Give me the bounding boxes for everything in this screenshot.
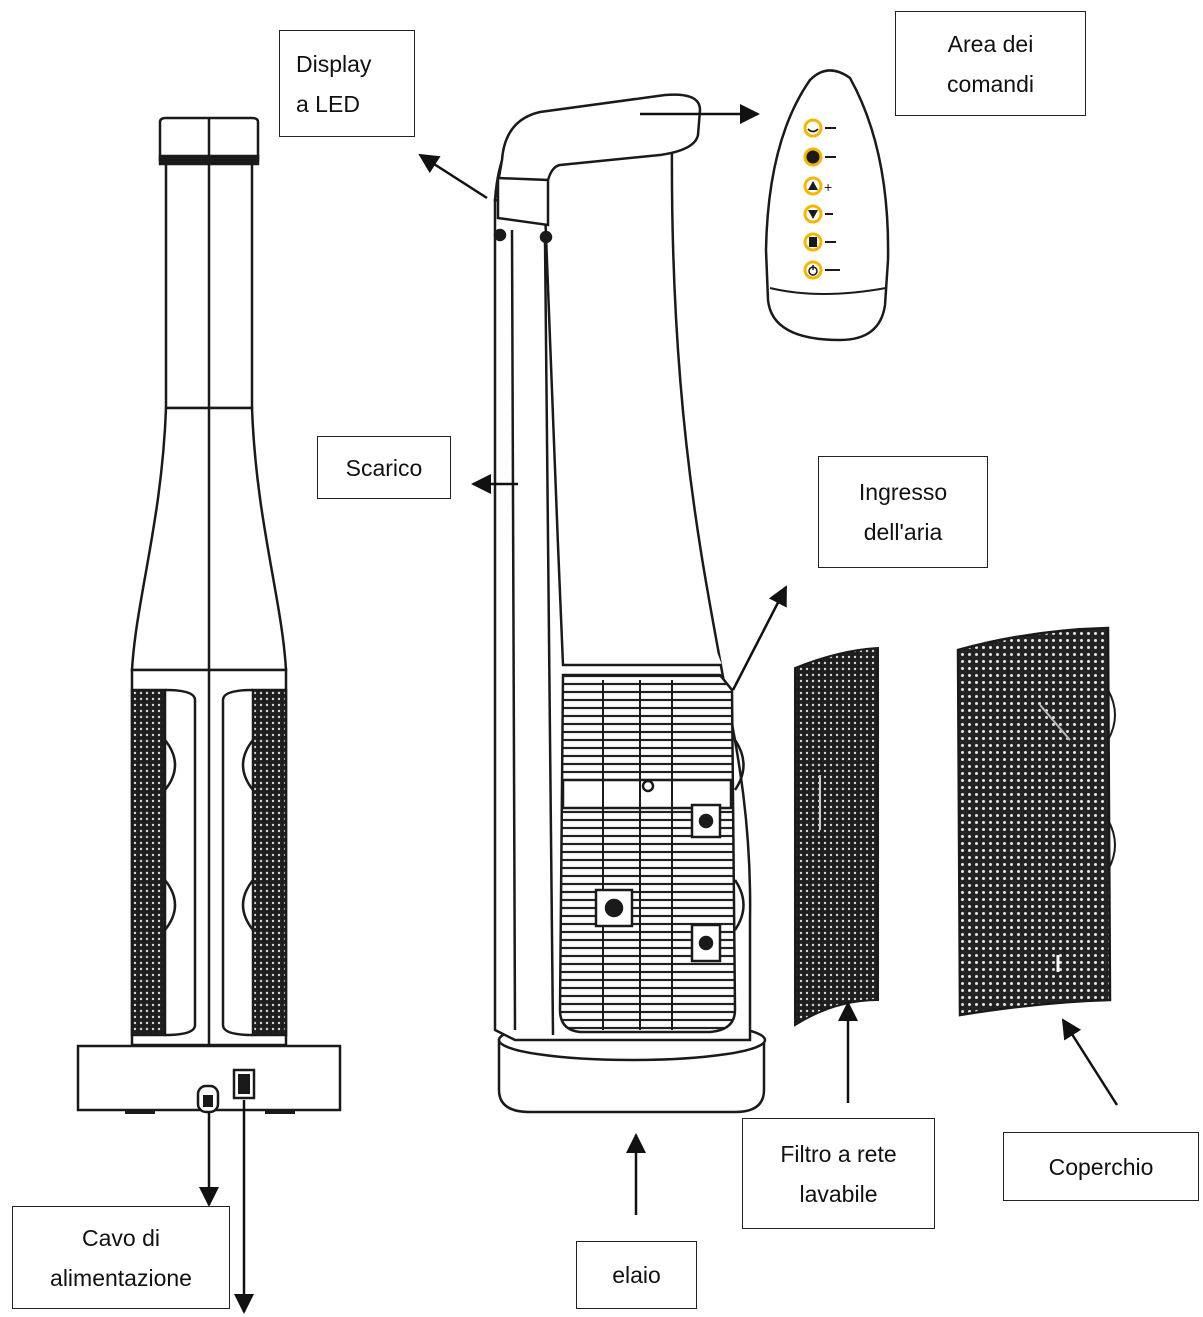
label-power-cable: Cavo di alimentazione <box>12 1206 230 1309</box>
tower-grille-right <box>251 688 288 1037</box>
air-intake-grille <box>558 673 737 1034</box>
led-display-strip <box>496 176 550 227</box>
tower-back-view <box>76 116 342 1114</box>
tower-main-view <box>493 93 767 1114</box>
tower-grille-left <box>130 688 167 1037</box>
label-mesh-filter: Filtro a rete lavabile <box>742 1118 935 1229</box>
arrow-ingresso <box>731 585 788 691</box>
label-air-intake: Ingresso dell'aria <box>818 456 988 568</box>
washable-mesh-filter <box>794 646 879 1027</box>
label-control-area: Area dei comandi <box>895 11 1086 116</box>
callout-arrows <box>199 104 1119 1314</box>
arrow-coperchio <box>1061 1018 1119 1106</box>
label-cover: Coperchio <box>1003 1132 1199 1201</box>
panel-button-down[interactable] <box>803 204 833 224</box>
panel-button-mode[interactable] <box>803 232 836 252</box>
label-exhaust: Scarico <box>317 436 451 499</box>
grille-cover <box>956 626 1116 1017</box>
panel-button-power[interactable] <box>803 260 840 280</box>
label-display-led-text: Display a LED <box>296 50 372 117</box>
label-display-led: Display a LED <box>279 30 415 137</box>
panel-button-swing[interactable] <box>803 118 836 138</box>
control-panel: + <box>764 69 890 342</box>
label-mesh-filter-text: Filtro a rete lavabile <box>780 1140 897 1207</box>
panel-button-timer[interactable] <box>803 147 836 167</box>
label-cover-text: Coperchio <box>1048 1153 1154 1180</box>
panel-button-up[interactable]: + <box>803 176 832 196</box>
svg-text:+: + <box>824 179 832 195</box>
label-air-intake-text: Ingresso dell'aria <box>858 479 948 545</box>
label-frame: elaio <box>576 1241 697 1309</box>
control-panel-outline <box>764 69 890 342</box>
label-power-cable-text: Cavo di alimentazione <box>50 1224 192 1291</box>
label-exhaust-text: Scarico <box>345 454 423 481</box>
label-frame-text: elaio <box>612 1262 661 1288</box>
label-control-area-text: Area dei comandi <box>947 30 1034 97</box>
arrow-display <box>418 153 488 200</box>
